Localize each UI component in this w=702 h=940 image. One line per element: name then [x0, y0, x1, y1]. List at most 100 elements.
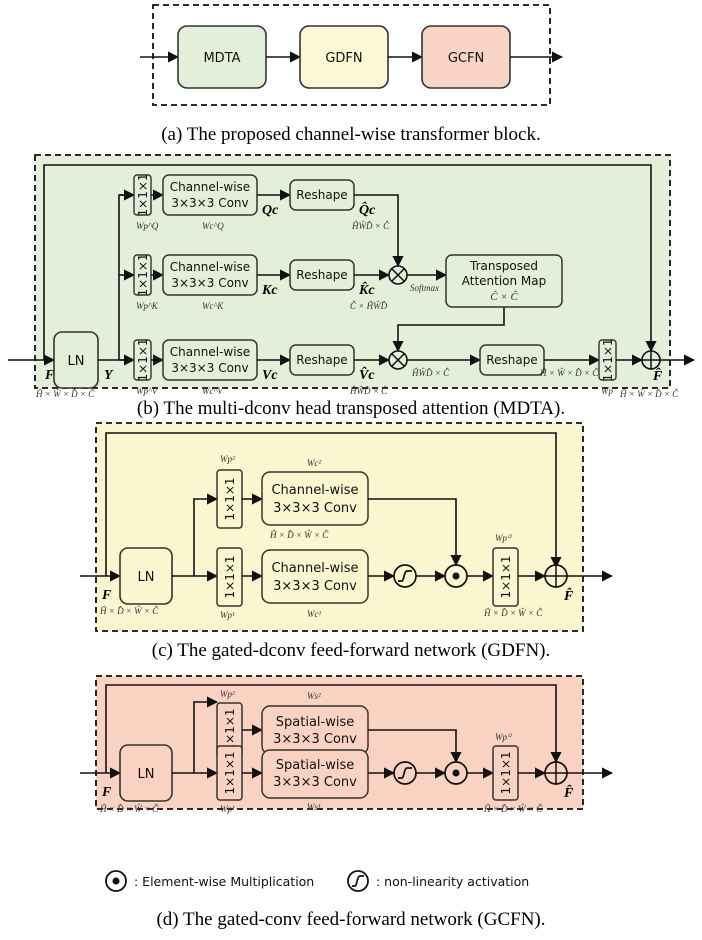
var-Vc: Vc: [262, 368, 278, 383]
matmul-av-icon: [388, 350, 408, 370]
k-cw-line2: 3×3×3 Conv: [171, 276, 248, 290]
panel-a: MDTA GDFN GCFN (a) The proposed channel-…: [140, 4, 564, 145]
d-ws2: Ws²: [307, 691, 321, 701]
out-reshape-label: Reshape: [486, 353, 537, 367]
legend-elementwise-icon: [105, 870, 127, 892]
panel-a-frame: [152, 4, 551, 106]
legend-elementwise-text: : Element-wise Multiplication: [134, 874, 314, 889]
c-lower-conv1-label: 1×1×1: [223, 555, 237, 598]
c-activation-icon: [393, 564, 417, 588]
d-wp0: Wp⁰: [495, 732, 512, 742]
w-cq: Wc^Q: [202, 221, 224, 231]
c-lower-cw-line1: Channel-wise: [271, 561, 358, 576]
legend: : Element-wise Multiplication : non-line…: [105, 870, 529, 892]
c-residual-add-icon: [544, 564, 568, 588]
tam-line2: Attention Map: [462, 274, 547, 288]
var-Qc: Qc: [262, 203, 279, 218]
panel-d: F Ĥ × D̂ × Ŵ × Ĉ LN 1×1×1 Wp² Spatial-wi…: [80, 675, 614, 814]
caption-b: (b) The multi-dconv head transposed atte…: [137, 398, 565, 419]
q-cw-line2: 3×3×3 Conv: [171, 196, 248, 210]
v-cw-line1: Channel-wise: [170, 345, 250, 359]
tam-line3: Ĉ × Ĉ: [490, 291, 518, 303]
legend-activation-icon: [347, 870, 369, 892]
c-elementwise-mult-icon: [444, 564, 468, 588]
c-wc1: Wc¹: [307, 609, 321, 619]
w-ck: Wc^K: [202, 301, 224, 311]
d-var-Fhat: F̂: [563, 784, 574, 801]
c-wp0: Wp⁰: [495, 533, 512, 543]
caption-d: (d) The gated-conv feed-forward network …: [156, 909, 545, 930]
d-upper-sw-line1: Spatial-wise: [276, 715, 354, 730]
var-F: F: [44, 368, 55, 383]
tam-line1: Transposed: [469, 259, 538, 273]
d-upper-conv1-label: 1×1×1: [223, 708, 237, 751]
mdta-label: MDTA: [203, 51, 240, 66]
d-elementwise-mult-icon: [444, 761, 468, 785]
c-upper-cw-line1: Channel-wise: [271, 483, 358, 498]
var-Vhat: V̂c: [359, 366, 375, 383]
w-p: Wp: [601, 386, 613, 396]
c-lower-cw-line2: 3×3×3 Conv: [273, 579, 357, 594]
q-cw-line1: Channel-wise: [170, 180, 250, 194]
c-var-Fhat: F̂: [563, 587, 574, 604]
c-upper-conv1-label: 1×1×1: [223, 477, 237, 520]
c-lower-pointwise-conv: [216, 547, 243, 607]
panel-b-frame: [34, 154, 671, 389]
d-ws1: Ws¹: [307, 802, 321, 812]
d-lower-spatialwise-conv: [261, 749, 369, 799]
c-out-pointwise-conv: [492, 547, 519, 607]
v-conv1-label: 1×1×1: [136, 338, 150, 381]
k-cw-line1: Channel-wise: [170, 260, 250, 274]
d-upper-sw-line2: 3×3×3 Conv: [273, 732, 357, 747]
caption-c: (c) The gated-dconv feed-forward network…: [152, 640, 551, 661]
c-dim-out: Ĥ × D̂ × Ŵ × Ĉ: [483, 608, 543, 618]
v-reshape-label: Reshape: [296, 353, 347, 367]
d-dim-in: Ĥ × D̂ × Ŵ × Ĉ: [99, 804, 159, 814]
residual-add-icon: [641, 350, 661, 370]
dim-input: Ĥ × Ŵ × D̂ × Ĉ: [35, 389, 95, 399]
k-reshape-label: Reshape: [296, 268, 347, 282]
d-residual-add-icon: [544, 761, 568, 785]
gcfn-label: GCFN: [448, 51, 484, 66]
var-Y: Y: [104, 368, 114, 383]
w-pv: Wp^V: [136, 386, 159, 396]
w-pq: Wp^Q: [136, 221, 159, 231]
panel-c: F Ĥ × D̂ × Ŵ × Ĉ LN 1×1×1 Wp² Channel-wi…: [80, 422, 614, 661]
dim-out: Ĥ × Ŵ × D̂ × Ĉ: [619, 389, 679, 399]
dim-mul: ĤŴD̂ × Ĉ: [411, 368, 450, 378]
matmul-qk-icon: [388, 265, 408, 285]
v-cw-line2: 3×3×3 Conv: [171, 361, 248, 375]
c-upper-channelwise-conv: [261, 471, 369, 526]
c-upper-cw-line2: 3×3×3 Conv: [273, 501, 357, 516]
d-lower-conv1-label: 1×1×1: [223, 751, 237, 794]
k-conv1-label: 1×1×1: [136, 253, 150, 296]
var-Fhat: F̂: [652, 367, 663, 384]
c-dim-mid: Ĥ × D̂ × Ŵ × Ĉ: [269, 530, 329, 540]
d-out-conv1-label: 1×1×1: [499, 751, 513, 794]
d-ln-label: LN: [138, 767, 155, 782]
softmax-label: Softmax: [410, 283, 439, 293]
panel-d-frame: [95, 675, 584, 810]
q-conv1-label: 1×1×1: [136, 173, 150, 216]
c-wp2: Wp²: [220, 454, 235, 464]
q-reshape-label: Reshape: [296, 188, 347, 202]
c-wp1: Wp¹: [220, 610, 235, 620]
c-wc2: Wc²: [307, 458, 321, 468]
dim-q: ĤŴD̂ × Ĉ: [351, 221, 390, 231]
d-var-F: F: [101, 785, 112, 800]
panel-b: F Ĥ × Ŵ × D̂ × Ĉ LN Y 1×1×1 Wp^Q Channel…: [8, 154, 696, 419]
dim-reshape: Ĥ × Ŵ × D̂ × Ĉ: [539, 368, 599, 378]
panel-c-frame: [95, 422, 584, 632]
var-Khat: K̂c: [358, 281, 375, 298]
ln-label: LN: [68, 354, 85, 369]
d-wp1: Wp¹: [220, 804, 235, 814]
var-Kc: Kc: [261, 283, 278, 298]
d-wp2: Wp²: [220, 689, 235, 699]
d-lower-sw-line2: 3×3×3 Conv: [273, 775, 357, 790]
d-lower-sw-line1: Spatial-wise: [276, 758, 354, 773]
c-var-F: F: [101, 588, 112, 603]
w-cv: Wc^V: [202, 386, 224, 396]
c-dim-in: Ĥ × D̂ × Ŵ × Ĉ: [99, 606, 159, 616]
c-out-conv1-label: 1×1×1: [499, 555, 513, 598]
